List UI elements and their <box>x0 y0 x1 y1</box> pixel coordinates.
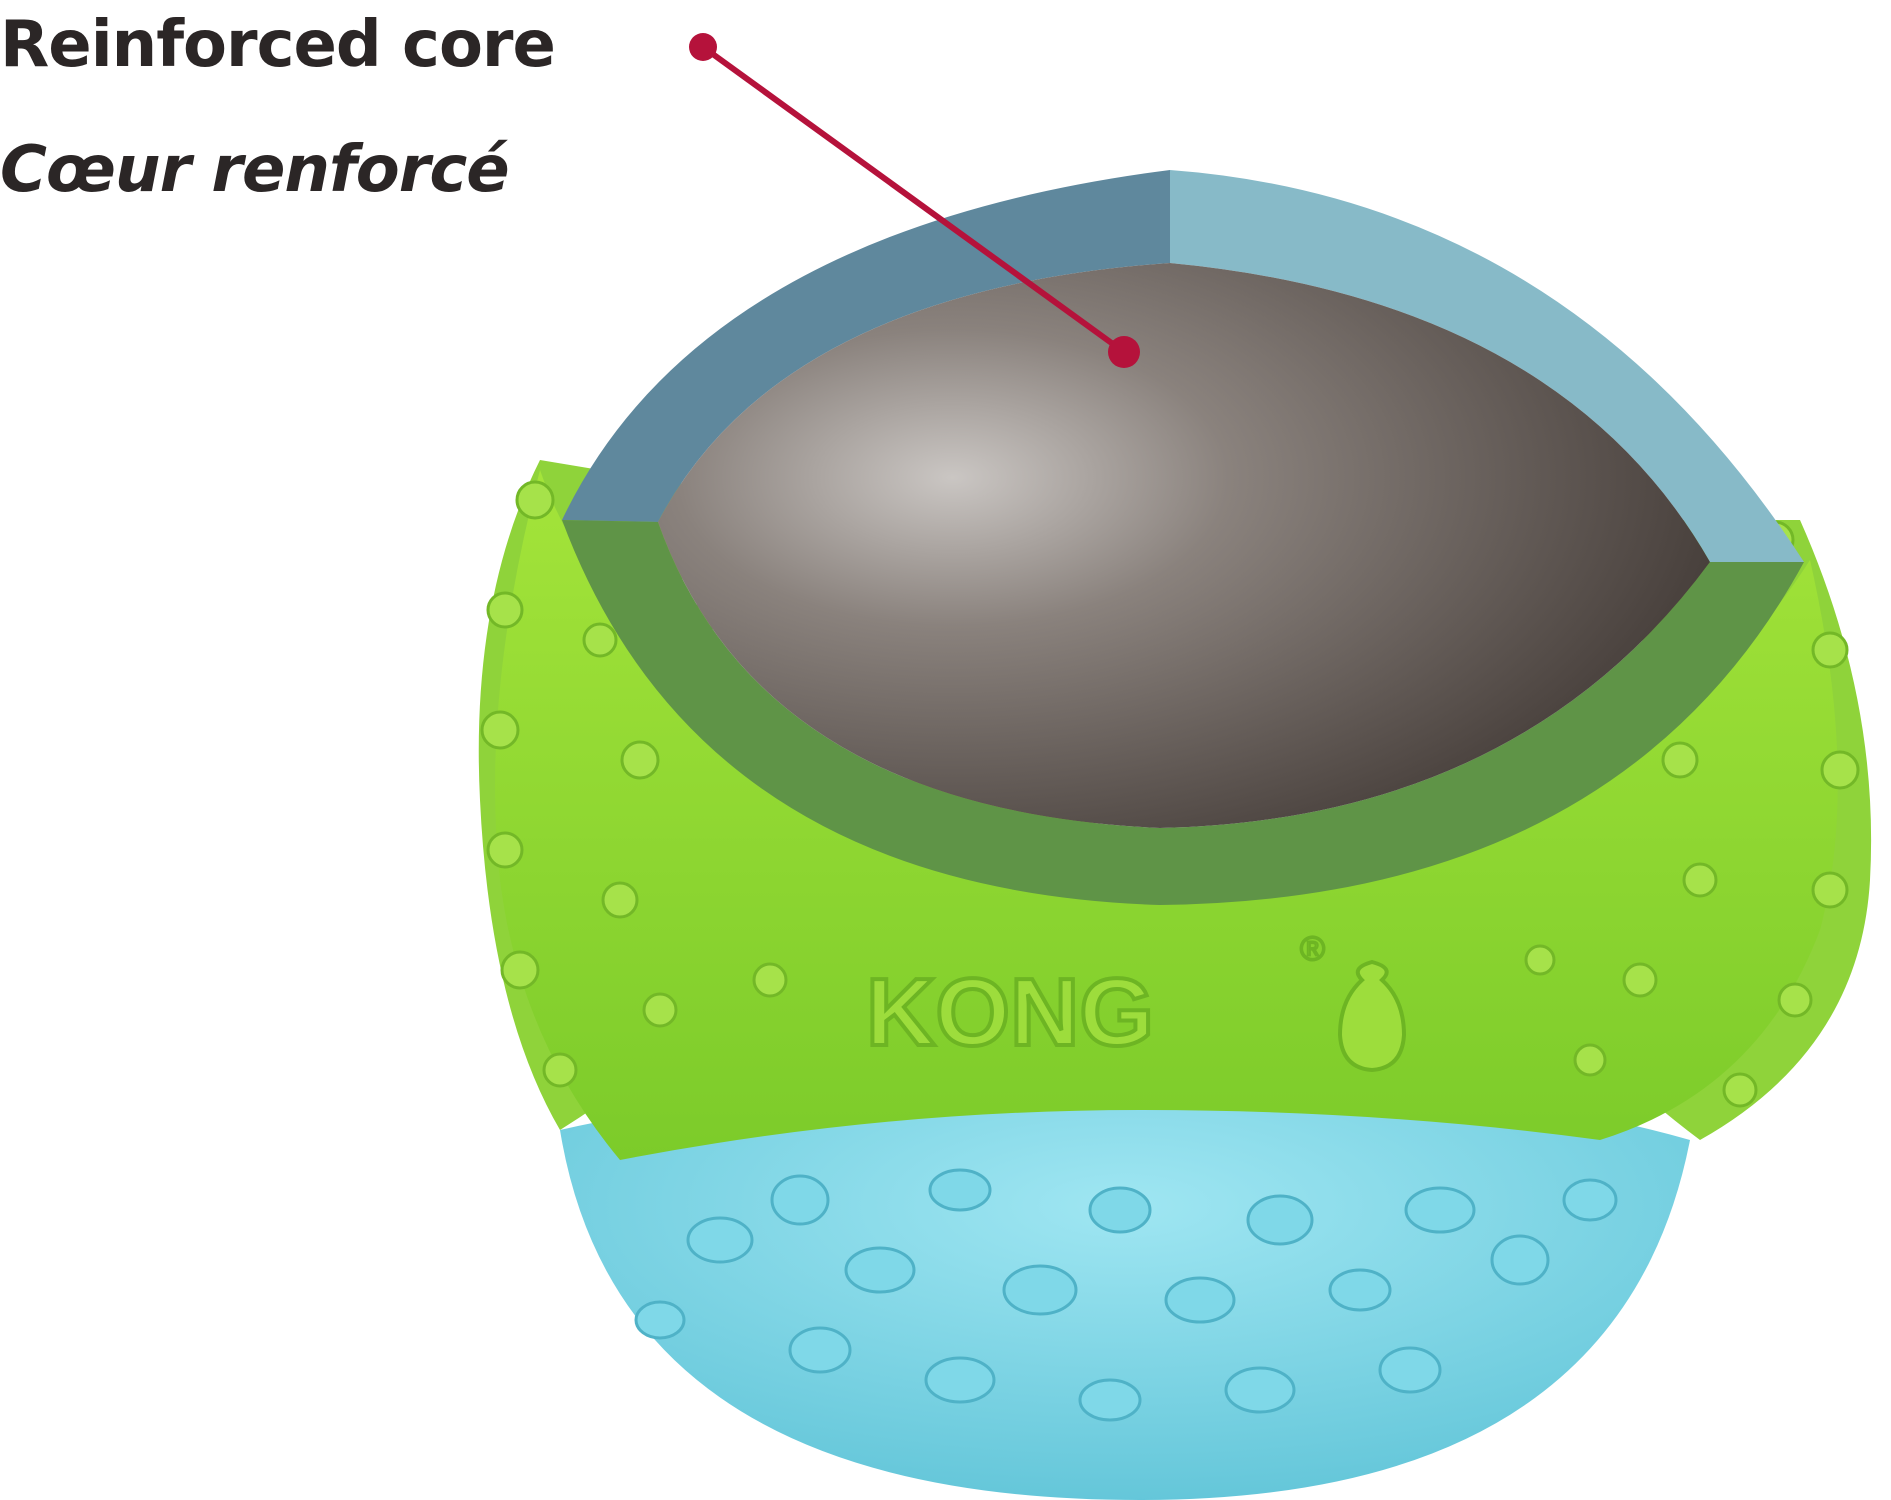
blue-shell-cut-left <box>562 170 1170 522</box>
green-shell-cut <box>562 520 1804 905</box>
blue-bottom-lobe <box>560 1080 1690 1500</box>
texture-bumps <box>480 480 1860 1108</box>
blue-shell-cut-right <box>1170 170 1804 562</box>
callout-label-english: Reinforced core <box>0 8 556 82</box>
kong-logo-icon <box>1337 959 1407 1073</box>
registered-mark: ® <box>1300 930 1325 968</box>
reinforced-core <box>658 263 1710 828</box>
callout-end-dot <box>1108 336 1140 368</box>
green-band <box>495 470 1838 1160</box>
callout-label-french: Cœur renforcé <box>0 133 510 207</box>
callout-pointer <box>689 33 1140 368</box>
callout-start-dot <box>689 33 717 61</box>
brand-mark-text: KONG <box>866 959 1154 1066</box>
